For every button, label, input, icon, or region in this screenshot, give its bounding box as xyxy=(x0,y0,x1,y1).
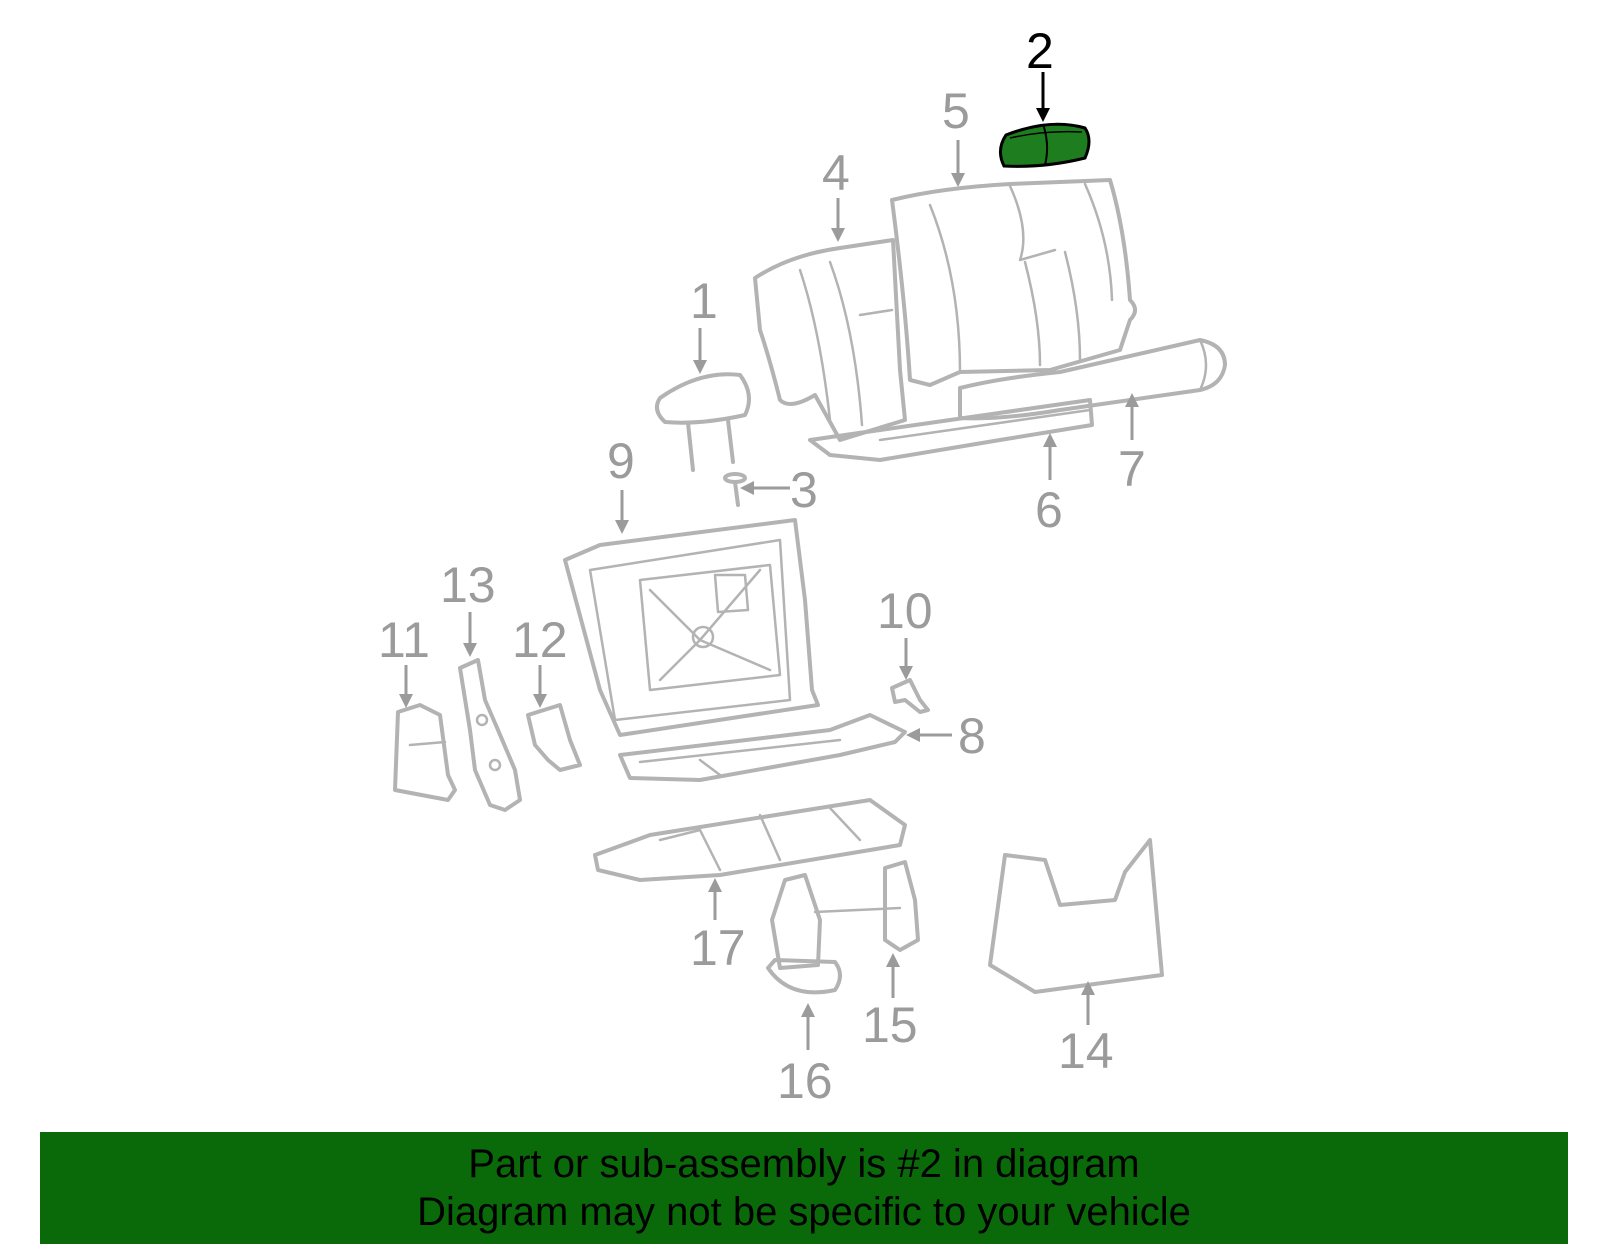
callout-2[interactable]: 2 xyxy=(1026,23,1054,79)
callout-7[interactable]: 7 xyxy=(1118,441,1146,497)
callout-15[interactable]: 15 xyxy=(862,997,918,1053)
part-1-headrest xyxy=(654,372,751,472)
part-3-guide xyxy=(723,472,747,507)
callout-11[interactable]: 11 xyxy=(378,612,430,668)
part-7-armrest xyxy=(958,338,1227,421)
part-4-seat-back-left xyxy=(753,238,907,442)
part-9-seat-frame xyxy=(563,518,820,737)
callout-arrows xyxy=(399,72,1139,1050)
part-17-lower-frame xyxy=(593,798,907,882)
callout-14[interactable]: 14 xyxy=(1058,1023,1114,1079)
part-5-seat-back-right xyxy=(890,178,1137,387)
part-6-seat-cushion-trim xyxy=(808,398,1094,462)
info-banner: Part or sub-assembly is #2 in diagram Di… xyxy=(40,1132,1568,1244)
part-14-back-panel xyxy=(988,838,1164,994)
callout-4[interactable]: 4 xyxy=(822,145,850,201)
callout-16[interactable]: 16 xyxy=(777,1053,833,1109)
callout-9[interactable]: 9 xyxy=(607,433,635,489)
part-16-riser-base xyxy=(766,873,842,995)
callout-17[interactable]: 17 xyxy=(690,920,746,976)
part-8-seat-pan xyxy=(618,713,907,782)
part-10-bolt xyxy=(890,678,930,714)
callout-6[interactable]: 6 xyxy=(1035,482,1063,538)
part-11-cover xyxy=(393,703,457,802)
callout-12[interactable]: 12 xyxy=(512,612,568,668)
part-15-riser xyxy=(813,860,920,952)
callout-1[interactable]: 1 xyxy=(690,273,718,329)
callout-10[interactable]: 10 xyxy=(877,583,933,639)
banner-line-1: Part or sub-assembly is #2 in diagram xyxy=(468,1142,1140,1186)
callout-3[interactable]: 3 xyxy=(790,462,818,518)
part-13-bracket xyxy=(458,658,522,812)
callout-13[interactable]: 13 xyxy=(440,557,496,613)
part-12-latch xyxy=(526,703,582,772)
part-2-headrest-highlighted[interactable] xyxy=(999,122,1091,168)
callout-5[interactable]: 5 xyxy=(942,83,970,139)
banner-line-2: Diagram may not be specific to your vehi… xyxy=(417,1190,1191,1234)
callout-8[interactable]: 8 xyxy=(958,708,986,764)
